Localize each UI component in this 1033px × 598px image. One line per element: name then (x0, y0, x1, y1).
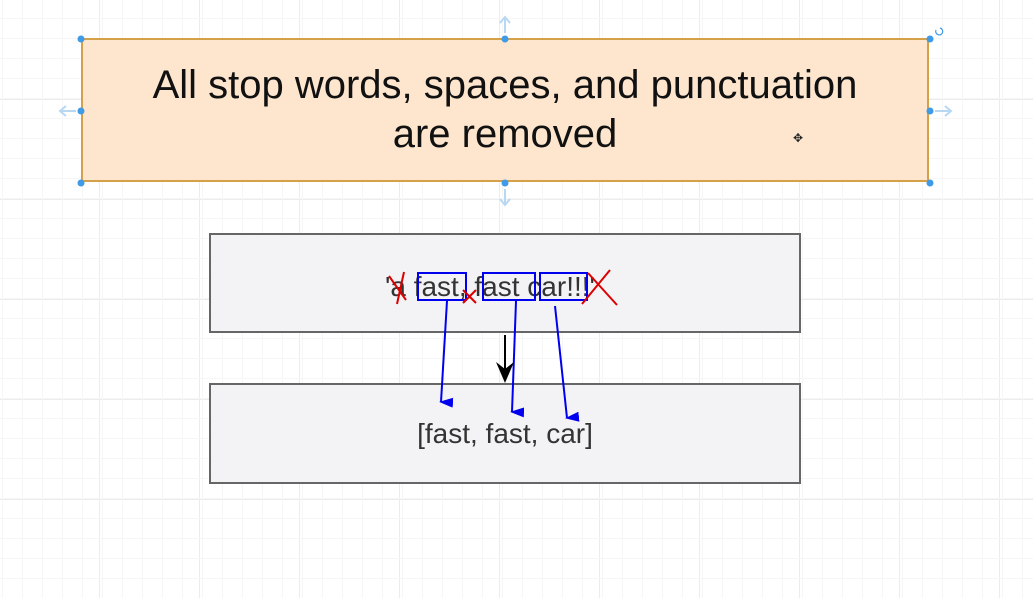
resize-handle-left[interactable] (77, 107, 85, 115)
flow-arrow (496, 335, 514, 383)
map-arrow-fast-2 (510, 300, 525, 418)
highlight-fast-1 (417, 272, 467, 301)
resize-handle-bottom-right[interactable] (926, 179, 934, 187)
connector-arrow-bottom-icon[interactable] (499, 189, 511, 207)
strike-mark-a-icon (388, 271, 407, 305)
resize-handle-top-right[interactable] (926, 35, 934, 43)
output-list: [fast, fast, car] (417, 417, 593, 449)
highlight-car (539, 272, 588, 301)
strike-mark-comma-icon (462, 289, 477, 304)
input-box[interactable] (209, 233, 801, 333)
connector-arrow-left-icon[interactable] (58, 105, 76, 117)
title-text: All stop words, spaces, and punctuation … (105, 61, 905, 159)
output-box[interactable]: [fast, fast, car] (209, 383, 801, 484)
connector-arrow-right-icon[interactable] (935, 105, 953, 117)
move-cursor-icon: ✥ (793, 131, 804, 145)
rotate-handle-icon[interactable] (935, 27, 944, 36)
title-line-2: are removed (392, 112, 618, 156)
map-arrow-fast-1 (439, 300, 454, 408)
resize-handle-right[interactable] (926, 107, 934, 115)
resize-handle-top[interactable] (501, 35, 509, 43)
input-sentence: 'a fast, fast car!!!' (385, 271, 595, 302)
resize-handle-top-left[interactable] (77, 35, 85, 43)
title-box[interactable]: All stop words, spaces, and punctuation … (81, 38, 929, 182)
strike-mark-punctuation-icon (581, 269, 618, 306)
resize-handle-bottom-left[interactable] (77, 179, 85, 187)
highlight-fast-2 (482, 272, 536, 301)
title-line-1: All stop words, spaces, and punctuation (152, 63, 858, 107)
map-arrow-car (554, 305, 580, 422)
resize-handle-bottom[interactable] (501, 179, 509, 187)
connector-arrow-top-icon[interactable] (499, 15, 511, 33)
